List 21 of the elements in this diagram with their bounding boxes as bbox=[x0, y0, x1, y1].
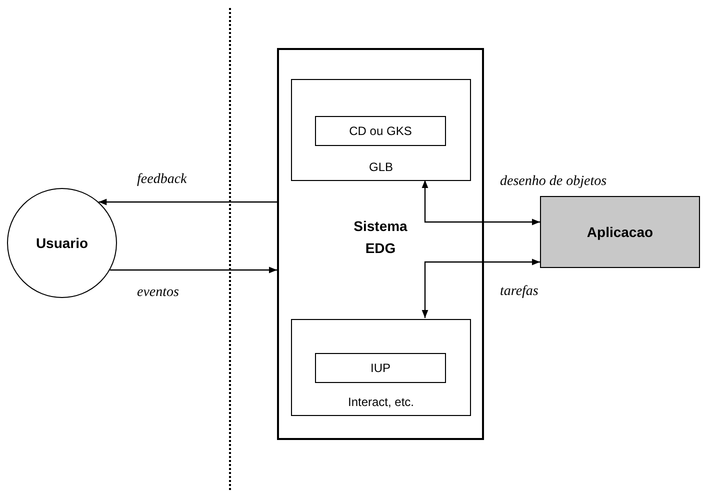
box-title: GLB bbox=[368, 160, 394, 174]
component-box bbox=[277, 48, 484, 440]
edge-label: tarefas bbox=[500, 284, 538, 300]
box-label: Aplicacao bbox=[586, 224, 654, 240]
arrow bbox=[98, 198, 277, 206]
arrow bbox=[422, 180, 540, 226]
component-box bbox=[315, 353, 446, 383]
arrow bbox=[110, 266, 277, 274]
box-title: Sistema EDG bbox=[352, 217, 408, 258]
edge-label: desenho de objetos bbox=[500, 174, 607, 190]
component-box bbox=[540, 196, 700, 268]
box-title: Interact, etc. bbox=[346, 395, 416, 409]
component-box bbox=[291, 79, 471, 181]
edge-label: feedback bbox=[137, 172, 187, 188]
component-box bbox=[291, 319, 471, 416]
component-box bbox=[315, 116, 446, 146]
box-label: IUP bbox=[369, 361, 392, 375]
box-label: CD ou GKS bbox=[348, 124, 413, 138]
box-label: Usuario bbox=[34, 235, 90, 251]
arrow bbox=[422, 258, 540, 318]
edge-label: eventos bbox=[137, 285, 179, 301]
